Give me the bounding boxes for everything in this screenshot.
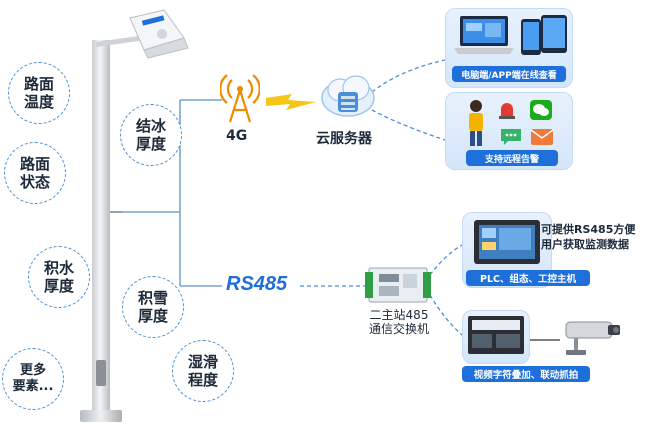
laptop-icon — [454, 14, 514, 56]
cell-tower-icon — [219, 72, 261, 124]
gateway-label: 二主站485 通信交换机 — [362, 308, 436, 336]
sensor-label-line2: 厚度 — [43, 277, 74, 295]
sensor-label-line1: 湿滑 — [187, 353, 218, 371]
sensor-head-icon — [122, 8, 192, 60]
sensor-label-line2: 温度 — [23, 93, 54, 111]
pole-base — [80, 410, 122, 422]
phone-icon — [520, 18, 542, 56]
plc-note: 可提供RS485方便 用户获取监测数据 — [541, 222, 635, 252]
sensor-label-line2: 程度 — [187, 371, 218, 389]
sms-icon — [500, 128, 522, 146]
sensor-label-line2: 状态 — [19, 173, 50, 191]
video-overlay-box-icon — [466, 314, 526, 356]
sensor-label-line1: 路面 — [19, 155, 50, 173]
monitoring-pole — [92, 40, 110, 420]
sensor-label-line2: 厚度 — [137, 307, 168, 325]
person-icon — [462, 98, 490, 148]
cloud-server-icon — [318, 68, 378, 124]
sensor-road-temperature: 路面温度 — [8, 62, 70, 124]
alarm-caption: 支持远程告警 — [466, 150, 558, 166]
gateway-label-line1: 二主站485 — [369, 308, 429, 322]
security-camera-icon — [560, 318, 624, 358]
sensor-ice-thickness: 结冰厚度 — [120, 104, 182, 166]
plc-caption: PLC、组态、工控主机 — [466, 270, 590, 286]
sensor-label-line2: 要素... — [12, 379, 54, 394]
tower-label: 4G — [226, 128, 248, 144]
sensor-more-elements: 更多要素... — [2, 348, 64, 410]
plc-note-line1: 可提供RS485方便 — [541, 223, 636, 236]
sensor-label-line1: 更多 — [19, 363, 46, 378]
sensor-snow-thickness: 积雪厚度 — [122, 276, 184, 338]
sensor-slipperiness: 湿滑程度 — [172, 340, 234, 402]
video-caption: 视频字符叠加、联动抓拍 — [462, 366, 590, 382]
alarm-light-icon — [498, 100, 516, 120]
wechat-icon — [530, 100, 552, 120]
sensor-label-line1: 路面 — [23, 75, 54, 93]
sensor-road-state: 路面状态 — [4, 142, 66, 204]
sensor-label-line1: 结冰 — [135, 117, 166, 135]
tablet-icon — [540, 14, 568, 54]
gateway-device-icon — [365, 262, 431, 308]
pc-app-caption: 电脑端/APP端在线查看 — [452, 66, 566, 82]
sensor-label-line2: 厚度 — [135, 135, 166, 153]
sensor-water-thickness: 积水厚度 — [28, 246, 90, 308]
plc-note-line2: 用户获取监测数据 — [541, 238, 629, 251]
cloud-label: 云服务器 — [316, 131, 372, 147]
hmi-panel-icon — [472, 218, 542, 266]
lightning-icon — [266, 90, 316, 114]
rs485-label: RS485 — [226, 273, 288, 295]
gateway-label-line2: 通信交换机 — [368, 322, 429, 336]
email-icon — [530, 128, 554, 146]
sensor-label-line1: 积水 — [43, 259, 74, 277]
pole-junction-box — [96, 360, 106, 386]
sensor-label-line1: 积雪 — [137, 289, 168, 307]
